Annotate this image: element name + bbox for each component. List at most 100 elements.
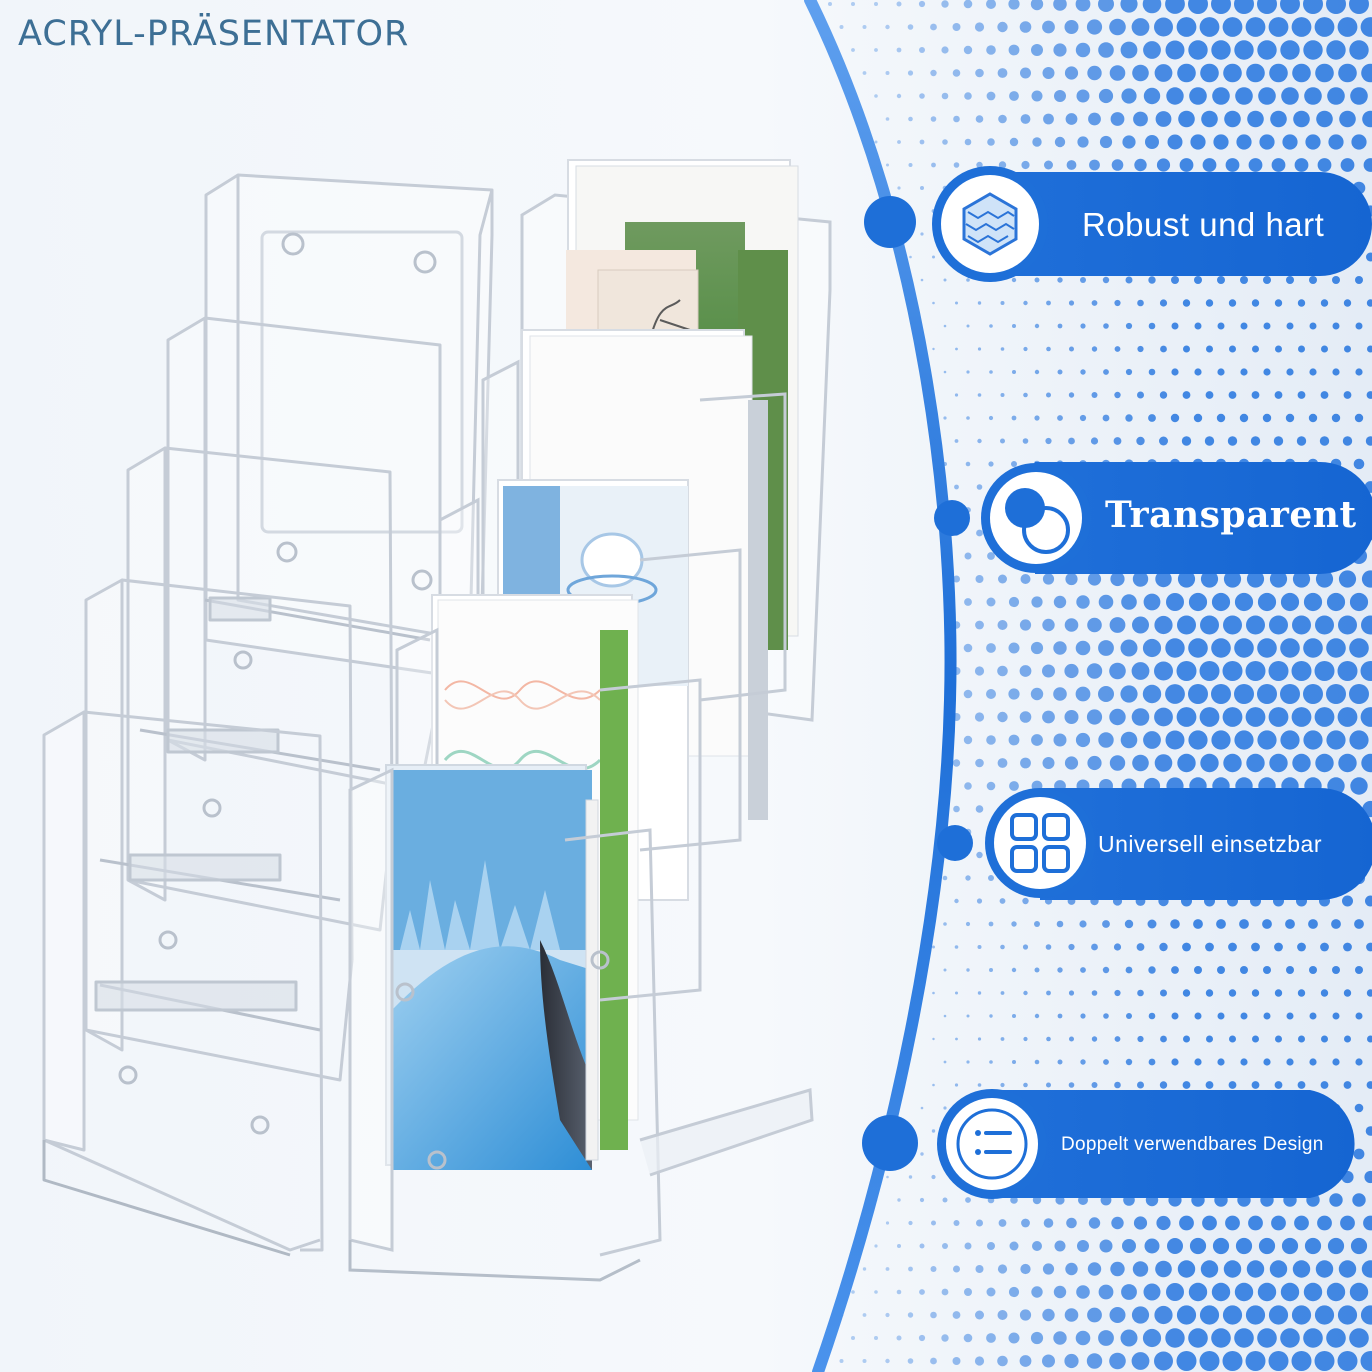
pattern-dot bbox=[932, 301, 935, 305]
pattern-dot bbox=[1200, 615, 1219, 635]
pattern-dot bbox=[1188, 0, 1208, 14]
pattern-dot bbox=[1159, 299, 1168, 307]
pattern-dot bbox=[1206, 345, 1213, 353]
pattern-dot bbox=[1257, 638, 1277, 658]
pattern-dot bbox=[1053, 687, 1067, 701]
feature-label-robust: Robust und hart bbox=[1082, 206, 1325, 243]
list-lines-icon bbox=[956, 1108, 1028, 1180]
pattern-dot bbox=[1361, 1260, 1372, 1278]
pattern-dot bbox=[1126, 1013, 1132, 1019]
page-title: ACRYL-PRÄSENTATOR bbox=[18, 14, 410, 54]
pattern-dot bbox=[963, 0, 973, 9]
pattern-dot bbox=[1222, 1305, 1243, 1325]
pattern-dot bbox=[1045, 437, 1052, 445]
pattern-dot bbox=[1114, 299, 1121, 307]
marker-dot bbox=[862, 1115, 918, 1171]
pattern-dot bbox=[930, 23, 937, 31]
pattern-dot bbox=[1090, 437, 1099, 445]
pattern-dot bbox=[874, 94, 878, 98]
pattern-dot bbox=[1076, 89, 1090, 103]
pattern-dot bbox=[1031, 1286, 1043, 1298]
pattern-dot bbox=[920, 1106, 924, 1110]
pattern-dot bbox=[1114, 989, 1121, 997]
pattern-dot bbox=[1075, 42, 1091, 58]
pattern-dot bbox=[1008, 596, 1020, 608]
pattern-dot bbox=[1286, 322, 1294, 330]
pattern-dot bbox=[862, 1267, 867, 1271]
pattern-dot bbox=[974, 1356, 985, 1366]
pattern-dot bbox=[1155, 570, 1172, 588]
pattern-dot bbox=[1326, 684, 1346, 704]
pattern-dot bbox=[1088, 112, 1101, 126]
pattern-dot bbox=[1087, 755, 1102, 771]
pattern-dot bbox=[1042, 710, 1055, 724]
pattern-dot bbox=[976, 161, 983, 169]
pattern-dot bbox=[1240, 322, 1248, 330]
pattern-dot bbox=[1309, 276, 1317, 284]
pattern-dot bbox=[1251, 391, 1260, 399]
pattern-dot bbox=[1011, 461, 1017, 467]
pattern-dot bbox=[1154, 64, 1173, 82]
pattern-dot bbox=[1211, 592, 1231, 612]
pattern-dot bbox=[1125, 276, 1133, 284]
pattern-dot bbox=[1280, 40, 1300, 60]
pattern-dot bbox=[964, 552, 972, 560]
pattern-dot bbox=[1075, 1330, 1091, 1346]
pattern-dot bbox=[1286, 1058, 1294, 1066]
pill-background bbox=[990, 172, 1372, 276]
pattern-dot bbox=[1292, 753, 1311, 773]
pattern-dot bbox=[1057, 1059, 1063, 1065]
pattern-dot bbox=[986, 643, 996, 653]
pattern-dot bbox=[1079, 414, 1087, 422]
pattern-dot bbox=[862, 25, 867, 29]
pattern-dot bbox=[977, 301, 982, 305]
pattern-dot bbox=[1183, 345, 1190, 353]
pattern-dot bbox=[1179, 1215, 1194, 1231]
pattern-dot bbox=[1270, 110, 1287, 128]
pattern-dot bbox=[952, 759, 961, 767]
pattern-dot bbox=[975, 575, 984, 583]
pattern-dot bbox=[1337, 17, 1358, 37]
pattern-dot bbox=[908, 116, 913, 122]
pattern-dot bbox=[1087, 617, 1102, 633]
pattern-dot bbox=[1171, 1012, 1179, 1020]
pattern-dot bbox=[1125, 322, 1133, 330]
pattern-dot bbox=[1143, 41, 1161, 59]
pattern-dot bbox=[1091, 300, 1098, 306]
pattern-dot bbox=[1000, 944, 1005, 950]
pattern-dot bbox=[1320, 989, 1329, 997]
pattern-dot bbox=[1020, 1263, 1031, 1275]
pattern-dot bbox=[1273, 436, 1284, 446]
pattern-dot bbox=[997, 620, 1008, 630]
pattern-dot bbox=[1053, 1285, 1067, 1299]
pattern-dot bbox=[1046, 392, 1051, 398]
pattern-dot bbox=[1337, 707, 1358, 727]
pattern-dot bbox=[1069, 346, 1074, 352]
pattern-dot bbox=[1297, 391, 1306, 399]
pattern-dot bbox=[999, 898, 1006, 904]
pattern-dot bbox=[907, 1312, 914, 1318]
pattern-dot bbox=[1120, 0, 1138, 13]
pattern-dot bbox=[989, 1060, 993, 1064]
pattern-dot bbox=[1314, 1351, 1335, 1371]
pattern-dot bbox=[1142, 0, 1162, 14]
pattern-dot bbox=[1217, 1012, 1225, 1020]
pattern-dot bbox=[966, 416, 970, 420]
pattern-dot bbox=[862, 1359, 867, 1363]
pattern-dot bbox=[1239, 413, 1249, 423]
pattern-dot bbox=[1332, 1058, 1340, 1066]
pattern-dot bbox=[1211, 730, 1231, 750]
pattern-dot bbox=[1086, 663, 1103, 679]
pattern-dot bbox=[1125, 368, 1133, 376]
pattern-dot bbox=[1114, 1081, 1121, 1089]
pattern-dot bbox=[1189, 87, 1207, 105]
pattern-dot bbox=[1042, 1263, 1055, 1275]
pattern-dot bbox=[1194, 322, 1202, 330]
pattern-dot bbox=[1156, 1215, 1171, 1231]
pattern-dot bbox=[1053, 43, 1067, 57]
pattern-dot bbox=[977, 393, 982, 397]
pattern-dot bbox=[1246, 1260, 1265, 1278]
pattern-dot bbox=[1008, 734, 1020, 746]
pattern-dot bbox=[1008, 642, 1020, 654]
pattern-dot bbox=[986, 735, 996, 745]
